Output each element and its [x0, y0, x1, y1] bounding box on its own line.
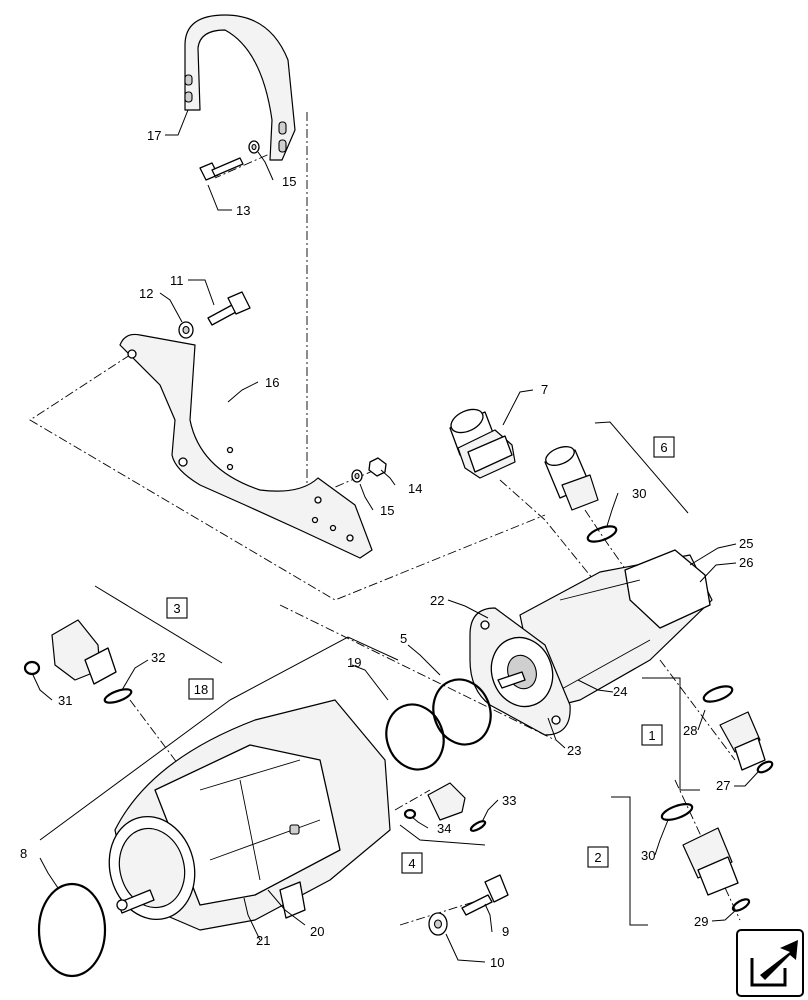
- oring-27: [756, 760, 774, 774]
- callout-17: 17: [147, 128, 161, 143]
- callout-26: 26: [739, 555, 753, 570]
- oring-34: [403, 808, 417, 820]
- oring-8: [37, 882, 107, 978]
- callout-8: 8: [20, 846, 27, 861]
- callout-27: 27: [716, 778, 730, 793]
- elbow-fitting-3: [51, 619, 117, 685]
- bolt-11: [207, 291, 251, 326]
- callout-33: 33: [502, 793, 516, 808]
- group-label-1: 1: [641, 724, 663, 746]
- oring-33: [469, 820, 487, 832]
- next-page-arrow-icon[interactable]: [736, 929, 804, 997]
- callout-13: 13: [236, 203, 250, 218]
- group-label-6: 6: [653, 436, 675, 458]
- flange-22: [469, 607, 571, 736]
- callout-30-upper: 30: [632, 486, 646, 501]
- callout-labels: 17 15 13 11 12 16 14 15 7 30 25 26 22 24…: [20, 128, 753, 970]
- bolt-13: [199, 157, 244, 181]
- callout-29: 29: [694, 914, 708, 929]
- callout-12: 12: [139, 286, 153, 301]
- group-brackets: [39, 421, 700, 926]
- washer-10: [428, 912, 448, 936]
- callout-14: 14: [408, 481, 422, 496]
- oring-31: [23, 660, 41, 676]
- bolt-9: [461, 874, 509, 916]
- callout-7: 7: [541, 382, 548, 397]
- oring-28: [702, 685, 734, 703]
- callout-32: 32: [151, 650, 165, 665]
- leader-lines: [32, 109, 759, 963]
- callout-5: 5: [400, 631, 407, 646]
- seal-5: [432, 678, 492, 746]
- washer-12: [178, 321, 194, 339]
- callout-9: 9: [502, 924, 509, 939]
- callout-16: 16: [265, 375, 279, 390]
- callout-30-lower: 30: [641, 848, 655, 863]
- callout-19: 19: [347, 655, 361, 670]
- callout-31: 31: [58, 693, 72, 708]
- fitting-6: [544, 446, 599, 511]
- callout-20: 20: [310, 924, 324, 939]
- callout-22: 22: [430, 593, 444, 608]
- callout-24: 24: [613, 684, 627, 699]
- callout-11: 11: [170, 273, 184, 288]
- group-label-4: 4: [401, 852, 423, 874]
- seal-19: [385, 703, 445, 771]
- washer-15-bottom: [351, 469, 363, 483]
- nut-14: [368, 457, 387, 477]
- group-number-3: 3: [173, 601, 180, 616]
- oring-30-upper: [586, 525, 618, 543]
- elbow-fitting-4: [427, 782, 466, 821]
- callout-15-top: 15: [282, 174, 296, 189]
- callout-25: 25: [739, 536, 753, 551]
- u-bracket-17: [184, 14, 296, 161]
- washer-15-top: [248, 140, 260, 154]
- callout-28: 28: [683, 723, 697, 738]
- callout-21: 21: [256, 933, 270, 948]
- callout-34: 34: [437, 821, 451, 836]
- mounting-bracket-16: [119, 333, 373, 559]
- group-label-2: 2: [587, 846, 609, 868]
- oring-30-lower: [660, 803, 694, 821]
- oring-29: [731, 898, 751, 912]
- group-number-18: 18: [194, 682, 208, 697]
- fitting-7: [449, 408, 516, 479]
- main-pump-flange-21: [108, 815, 196, 921]
- group-number-6: 6: [660, 440, 667, 455]
- callout-15-bottom: 15: [380, 503, 394, 518]
- fitting-1: [719, 711, 766, 771]
- callout-23: 23: [567, 743, 581, 758]
- callout-10: 10: [490, 955, 504, 970]
- group-label-3: 3: [166, 597, 188, 619]
- group-label-18: 18: [188, 678, 214, 700]
- group-number-2: 2: [594, 850, 601, 865]
- fitting-2: [682, 827, 739, 896]
- oring-32: [103, 688, 133, 704]
- group-number-1: 1: [648, 728, 655, 743]
- group-number-4: 4: [408, 856, 415, 871]
